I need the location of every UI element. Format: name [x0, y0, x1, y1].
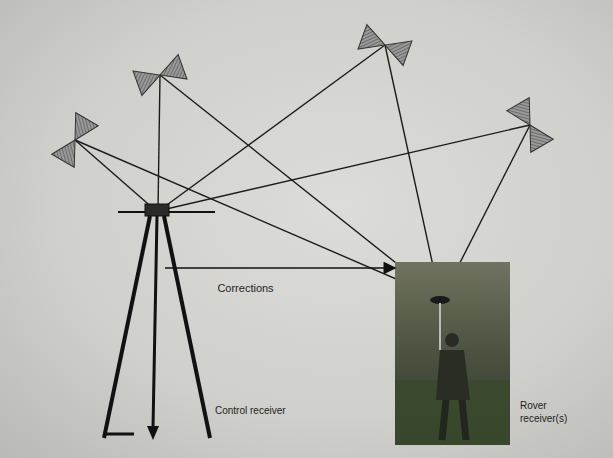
signal-lines — [75, 45, 530, 298]
tripod-symbol — [104, 204, 215, 440]
satellite-symbols — [52, 25, 554, 168]
node-label: Control receiver — [215, 405, 325, 418]
control-receiver: Control receiver — [100, 205, 165, 445]
node-label: Rover receiver(s) — [520, 400, 582, 425]
rover-photo — [395, 262, 510, 445]
connector-arrow — [165, 267, 395, 269]
rover-receiver: Rover receiver(s) — [395, 262, 510, 445]
edge-label: Corrections — [215, 282, 275, 294]
